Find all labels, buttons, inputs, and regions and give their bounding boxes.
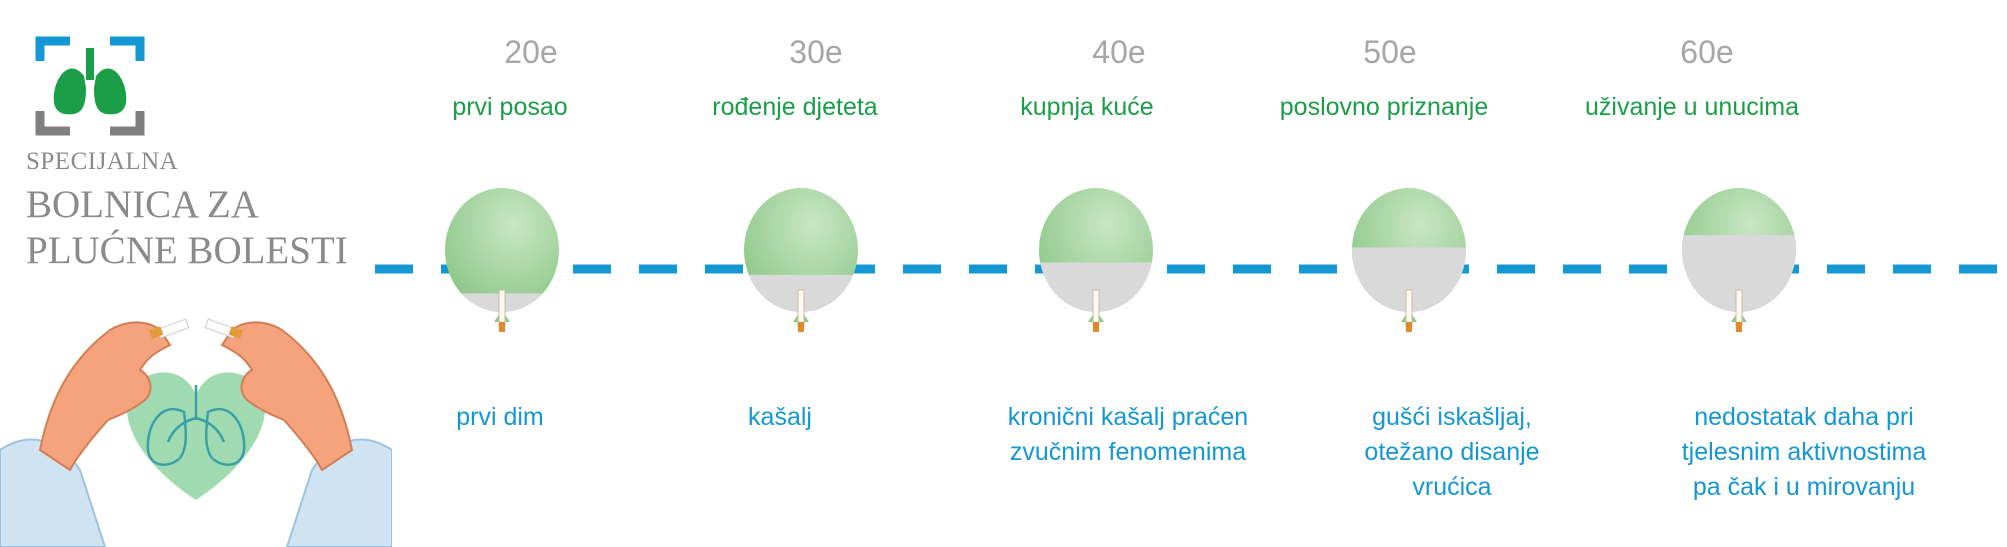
stage-5-symptom-line-2: tjelesnim aktivnostima bbox=[1681, 438, 1927, 466]
cigarette-icon bbox=[797, 289, 805, 327]
stage-2-symptom-line-1: kašalj bbox=[748, 403, 812, 431]
timeline-line bbox=[375, 264, 2007, 274]
cigarette-icon bbox=[1735, 289, 1743, 327]
stage-5-balloon bbox=[1682, 188, 1796, 332]
logo-text-line-1: SPECIJALNA bbox=[26, 148, 179, 175]
stage-3-symptom-line-2: zvučnim fenomenima bbox=[1009, 438, 1247, 466]
cigarette-filter bbox=[1736, 322, 1742, 332]
logo-text-line-3: PLUĆNE BOLESTI bbox=[26, 229, 348, 272]
stage-4-balloon bbox=[1352, 188, 1466, 332]
stage-1-decade: 20e bbox=[504, 34, 558, 70]
stage-3-symptom: kronični kašalj praćen zvučnim fenomenim… bbox=[1008, 400, 1248, 470]
hands-breaking-cigarette-illustration bbox=[0, 318, 392, 547]
stage-5-milestone: uživanje u unucima bbox=[1584, 93, 1800, 121]
balloon-body bbox=[445, 188, 559, 312]
stage-5-symptom-line-3: pa čak i u mirovanju bbox=[1692, 473, 1916, 501]
stage-2-decade: 30e bbox=[789, 34, 843, 70]
stage-3-decade: 40e bbox=[1092, 34, 1146, 70]
stage-2-symptom: kašalj bbox=[748, 400, 812, 435]
cigarette-icon bbox=[1092, 289, 1100, 327]
stage-1-milestone: prvi posao bbox=[452, 93, 568, 121]
cigarette-icon bbox=[1405, 289, 1413, 327]
stage-3-balloon bbox=[1039, 188, 1153, 332]
stage-4-symptom: gušći iskašljaj, otežano disanje vrućica bbox=[1364, 400, 1539, 505]
stage-4-symptom-line-3: vrućica bbox=[1412, 473, 1492, 501]
cigarette-filter bbox=[798, 322, 804, 332]
cigarette-filter bbox=[1093, 322, 1099, 332]
stage-3-symptom-line-1: kronični kašalj praćen bbox=[1007, 403, 1249, 431]
stage-4-decade: 50e bbox=[1363, 34, 1417, 70]
stage-5-symptom-line-1: nedostatak daha pri bbox=[1694, 403, 1914, 431]
stage-3-milestone: kupnja kuće bbox=[1020, 93, 1154, 121]
cigarette-filter bbox=[1406, 322, 1412, 332]
stage-1-symptom: prvi dim bbox=[456, 400, 544, 435]
stage-2-balloon bbox=[744, 188, 858, 332]
stage-2-milestone: rođenje djeteta bbox=[712, 93, 878, 121]
stage-4-symptom-line-1: gušći iskašljaj, bbox=[1372, 403, 1532, 431]
stage-5-symptom: nedostatak daha pri tjelesnim aktivnosti… bbox=[1682, 400, 1927, 505]
stage-5-decade: 60e bbox=[1680, 34, 1734, 70]
cigarette-icon bbox=[498, 289, 506, 327]
stage-4-milestone: poslovno priznanje bbox=[1279, 93, 1489, 121]
stage-4-symptom-line-2: otežano disanje bbox=[1364, 438, 1540, 466]
lungs-icon bbox=[35, 36, 145, 136]
cigarette-filter bbox=[499, 322, 505, 332]
stage-1-symptom-line-1: prvi dim bbox=[456, 403, 544, 431]
stage-1-balloon bbox=[445, 188, 559, 332]
logo-text-line-2: BOLNICA ZA bbox=[26, 183, 259, 226]
